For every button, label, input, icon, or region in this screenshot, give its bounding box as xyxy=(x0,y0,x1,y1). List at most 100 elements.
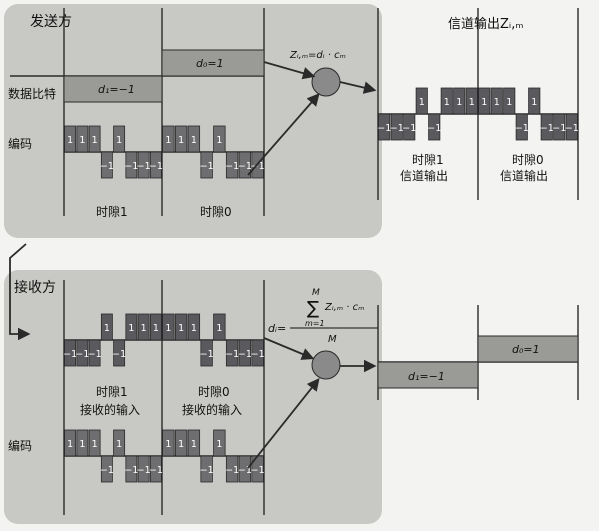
formula-sigma: ∑ xyxy=(307,298,319,319)
sender-code-slot1-chip-label: −1 xyxy=(137,161,151,172)
sender-code-slot0-chip xyxy=(213,125,226,153)
receiver-input-slot0-chip-label: −1 xyxy=(225,349,239,360)
receiver-input-slot1-chip xyxy=(149,313,162,341)
receiver-code-slot0-chip xyxy=(225,455,239,483)
sender-code-slot0-chip-label: 1 xyxy=(216,135,222,146)
receiver-code-slot1-chip xyxy=(113,429,126,457)
receiver-code-slot1-chip-label: 1 xyxy=(79,439,85,450)
channel-slot0-chip-label: −1 xyxy=(540,123,554,134)
receiver-input-slot1-chip-label: −1 xyxy=(63,349,77,360)
out-bit0-label: d₀=1 xyxy=(512,343,540,356)
sender-code-label: 编码 xyxy=(8,136,32,151)
sender-code-slot1-chip xyxy=(88,125,101,153)
receiver-input-slot0-chip xyxy=(238,339,252,367)
receiver-input-slot0-chip xyxy=(225,339,239,367)
receiver-input-slot0-chip-label: −1 xyxy=(251,349,265,360)
receiver-input-slot1-chip xyxy=(137,313,150,341)
channel-slot1-chip-label: 1 xyxy=(444,97,450,108)
receiver-code-slot1-chip xyxy=(88,429,101,457)
sender-slot0-label: 时隙0 xyxy=(200,205,232,219)
receiver-code-slot1-chip xyxy=(149,455,162,483)
sender-code-slot0-chip-label: −1 xyxy=(200,161,214,172)
channel-slot1-chip-label: −1 xyxy=(377,123,391,134)
receiver-panel xyxy=(4,270,382,524)
receiver-code-label: 编码 xyxy=(8,438,32,453)
sender-code-slot0-chip-label: 1 xyxy=(191,135,197,146)
channel-slot1-chip xyxy=(390,113,403,141)
channel-slot1-chip xyxy=(440,87,453,115)
receiver-title: 接收方 xyxy=(14,279,56,296)
sender-slot1-label: 时隙1 xyxy=(96,205,128,219)
sender-title: 发送方 xyxy=(30,14,72,30)
channel-slot0-chip-label: 1 xyxy=(481,97,487,108)
receiver-code-slot1-chip xyxy=(64,429,77,457)
channel-slot1-chip-label: −1 xyxy=(402,123,416,134)
sender-code-slot0-chip-label: −1 xyxy=(238,161,252,172)
receiver-input-slot1-chip xyxy=(100,313,113,341)
receiver-input-slot1-chip-label: −1 xyxy=(88,349,102,360)
channel-slot1-chip-label: −1 xyxy=(427,123,441,134)
sender-code-slot0-chip xyxy=(200,151,213,179)
formula-sum-top: M xyxy=(312,288,320,298)
formula-sum-bottom: m=1 xyxy=(305,319,325,328)
channel-slot0-chip xyxy=(515,113,528,141)
sender-panel xyxy=(4,4,382,238)
bit1-label: d₁=−1 xyxy=(98,83,135,96)
channel-slot0-chip xyxy=(565,113,578,141)
channel-slot1-chip-label: −1 xyxy=(390,123,404,134)
flow-arrows xyxy=(9,61,377,469)
sender-code-slot1-chip-label: 1 xyxy=(116,135,122,146)
receiver-slot1-line1: 时隙1 xyxy=(96,385,128,399)
receiver-summing-node xyxy=(311,350,341,380)
out-bit1-label: d₁=−1 xyxy=(408,370,445,383)
receiver-code-slot0-chip-label: 1 xyxy=(216,439,222,450)
sender-code-slot0-chip xyxy=(225,151,239,179)
receiver-input-slot1-chip xyxy=(76,339,89,367)
sender-code-slot1-chip xyxy=(64,125,77,153)
formula-lhs: dᵢ= xyxy=(268,322,286,335)
channel-slot-dividers xyxy=(377,8,579,200)
channel-slot1-line1: 时隙1 xyxy=(412,153,444,167)
sender-code-slot1-chip xyxy=(113,125,126,153)
receiver-slot-dividers xyxy=(63,280,265,515)
channel-slot1-chip xyxy=(428,113,441,141)
receiver-input-slot1-chip xyxy=(64,339,77,367)
receiver-input-slot1-chip xyxy=(125,313,138,341)
sender-code-slot1-chip-label: 1 xyxy=(79,135,85,146)
channel-slot1-chip xyxy=(403,113,416,141)
receiver-code-slot0-chip-label: −1 xyxy=(200,465,214,476)
receiver-input-slot0-chip xyxy=(187,313,201,341)
receiver-input-slot1-chip-label: 1 xyxy=(141,323,147,334)
receiver-input-slot0-chip-label: 1 xyxy=(216,323,222,334)
channel-title: 信道输出Zᵢ,ₘ xyxy=(448,16,523,32)
receiver-input-slot0-chip xyxy=(200,339,213,367)
channel-slot1-chip xyxy=(453,87,466,115)
bit0-bar xyxy=(161,49,265,77)
bit0-label: d₀=1 xyxy=(196,57,224,70)
receiver-code-slot1-chip-label: 1 xyxy=(116,439,122,450)
receiver-input-slot0-chip xyxy=(251,339,264,367)
sender-code-slot1-chip-label: 1 xyxy=(92,135,98,146)
formula-denominator: M xyxy=(328,334,337,345)
receiver-code-slot0-chip-label: 1 xyxy=(165,439,171,450)
channel-slot0-chip xyxy=(503,87,516,115)
channel-slot1-line2: 信道输出 xyxy=(400,168,448,183)
receiver-input-slot0-chip xyxy=(162,313,175,341)
receiver-input-slot1-chip-label: 1 xyxy=(128,323,134,334)
receiver-code-slot0-chip-label: 1 xyxy=(178,439,184,450)
sender-code-slot0-chip-label: −1 xyxy=(225,161,239,172)
out-bit0-bar xyxy=(477,335,579,363)
receiver-input-slot1-chip xyxy=(88,339,101,367)
receiver-slot0-line1: 时隙0 xyxy=(198,385,230,399)
receiver-code-slot1-chip-label: −1 xyxy=(137,465,151,476)
receiver-code-slot0-chip xyxy=(174,429,188,457)
channel-slot1-chip xyxy=(378,113,391,141)
sender-slot-dividers xyxy=(63,8,265,216)
receiver-input-slot0-chip-label: −1 xyxy=(238,349,252,360)
channel-slot0-chip-label: −1 xyxy=(515,123,529,134)
receiver-code-slot0-chip xyxy=(187,429,201,457)
receiver-code-slot1-chip-label: −1 xyxy=(149,465,163,476)
sender-formula: Zᵢ,ₘ=dᵢ · cₘ xyxy=(289,50,346,61)
